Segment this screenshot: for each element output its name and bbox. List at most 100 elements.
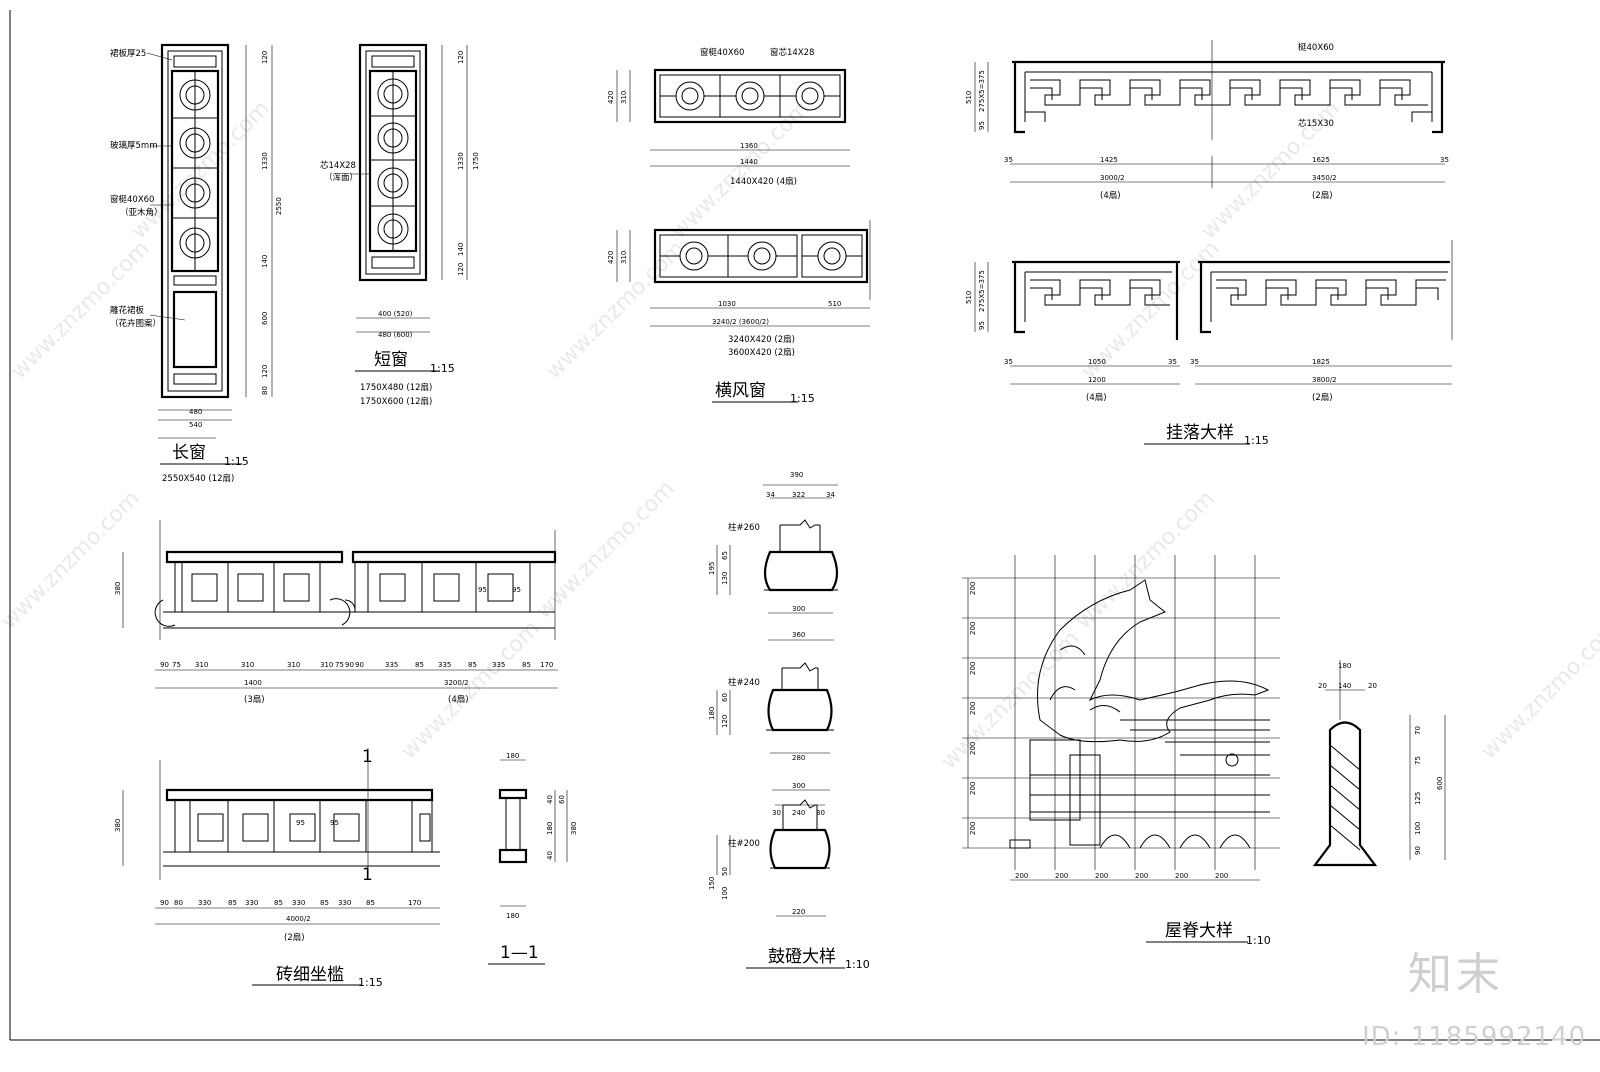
dim-label: 200 (1015, 872, 1028, 880)
ridge-title: 屋脊大样 (1165, 921, 1233, 941)
dim-label: 140 (457, 243, 465, 256)
dim-label: 280 (792, 754, 805, 762)
section-mark: 1 (362, 747, 373, 767)
dim-label: 35 (1190, 358, 1199, 366)
dim-label: 322 (792, 491, 805, 499)
transom-scale: 1:15 (790, 392, 815, 405)
dim-label: 90 (160, 661, 169, 669)
brand-watermark: 知末 (1408, 949, 1504, 1000)
dim-label: 75 (1414, 756, 1422, 765)
watermark-text: www.znzmo.com (667, 96, 815, 244)
dim-label: 170 (540, 661, 553, 669)
short-window-title: 短窗 (374, 350, 408, 370)
dim-label: 1750 (472, 152, 480, 170)
dim-label: 540 (189, 421, 202, 429)
dim-label: 1330 (261, 152, 269, 170)
dim-label: 200 (969, 702, 977, 715)
dim-label: 85 (228, 899, 237, 907)
fascia-count: (2扇) (1312, 392, 1333, 403)
dim-label: 200 (969, 662, 977, 675)
dim-label: 85 (415, 661, 424, 669)
dim-label: 35 (1004, 358, 1013, 366)
dim-label: 200 (1215, 872, 1228, 880)
dim-label: 95 (512, 586, 521, 594)
dim-label: 310 (287, 661, 300, 669)
dim-label: 35 (1004, 156, 1013, 164)
fascia-note: 芯15X30 (1298, 118, 1334, 129)
dim-label: 600 (261, 312, 269, 325)
section-mark: 1 (362, 865, 373, 885)
ridge-scale: 1:10 (1246, 934, 1271, 947)
dim-label: 480 (600) (378, 331, 413, 339)
sill-scale: 1:15 (358, 976, 383, 989)
dim-label: 420 (607, 251, 615, 264)
dim-label: 125 (1414, 792, 1422, 805)
dim-label: 95 (478, 586, 487, 594)
sill-wall-drawing (122, 520, 558, 925)
long-window-scale: 1:15 (224, 455, 249, 468)
dim-label: 170 (408, 899, 421, 907)
dim-label: 140 (261, 255, 269, 268)
dim-label: 90 (345, 661, 354, 669)
dim-label: 510 (965, 91, 973, 104)
dim-label: 1050 (1088, 358, 1106, 366)
dim-label: 120 (457, 51, 465, 64)
transom-window-drawing (616, 68, 871, 327)
dim-label: 275X5=375 (978, 270, 986, 312)
dim-label: 95 (330, 819, 339, 827)
dim-label: 200 (1055, 872, 1068, 880)
sill-count: (4扇) (448, 694, 469, 705)
dim-label: 1030 (718, 300, 736, 308)
dim-label: 200 (969, 582, 977, 595)
fascia-scale: 1:15 (1244, 434, 1269, 447)
dim-label: 80 (261, 386, 269, 395)
dim-label: 120 (261, 365, 269, 378)
dim-label: 300 (792, 605, 805, 613)
dim-label: 1440 (740, 158, 758, 166)
dim-label: 335 (438, 661, 451, 669)
long-window-note: 雕花裙板 (110, 305, 145, 316)
long-window-note: （亚木角） (120, 207, 163, 218)
dim-label: 90 (355, 661, 364, 669)
dim-label: 480 (189, 408, 202, 416)
dim-label: 65 (721, 551, 729, 560)
transom-note: 窗梃40X60 (700, 47, 744, 58)
drum-label: 柱#260 (728, 522, 760, 533)
dim-label: 310 (620, 91, 628, 104)
dim-label: 130 (721, 572, 729, 585)
dim-label: 85 (274, 899, 283, 907)
fascia-count: (4扇) (1086, 392, 1107, 403)
dim-label: 85 (468, 661, 477, 669)
dim-label: 85 (366, 899, 375, 907)
dim-label: 34 (826, 491, 835, 499)
transom-spec: 1440X420 (4扇) (730, 176, 797, 187)
long-window-note: 玻璃厚5mm (110, 140, 157, 151)
dim-label: 335 (492, 661, 505, 669)
watermark-text: www.znzmo.com (542, 236, 690, 384)
dim-label: 600 (1436, 777, 1444, 790)
ridge-drawing (962, 555, 1446, 881)
dim-label: 90 (1414, 846, 1422, 855)
short-window-note: 芯14X28 (320, 160, 356, 171)
dim-label: 70 (1414, 726, 1422, 735)
dim-label: 60 (558, 795, 566, 804)
dim-label: 75 (335, 661, 344, 669)
dim-label: 195 (708, 562, 716, 575)
dim-label: 510 (965, 291, 973, 304)
dim-label: 310 (320, 661, 333, 669)
dim-label: 200 (1175, 872, 1188, 880)
lattice-pattern (172, 71, 218, 271)
drum-title: 鼓磴大样 (768, 947, 836, 967)
dim-label: 100 (1414, 822, 1422, 835)
fascia-count: (2扇) (1312, 190, 1333, 201)
sill-count: (3扇) (244, 694, 265, 705)
dim-label: 330 (198, 899, 211, 907)
transom-spec: 3240X420 (2扇) (728, 334, 795, 345)
dim-label: 180 (546, 822, 554, 835)
short-window-note: （浑面） (324, 172, 358, 183)
dim-label: 34 (766, 491, 775, 499)
long-window-title: 长窗 (172, 443, 206, 463)
dim-label: 1625 (1312, 156, 1330, 164)
dim-label: 310 (620, 251, 628, 264)
long-window-spec: 2550X540 (12扇) (162, 473, 234, 484)
